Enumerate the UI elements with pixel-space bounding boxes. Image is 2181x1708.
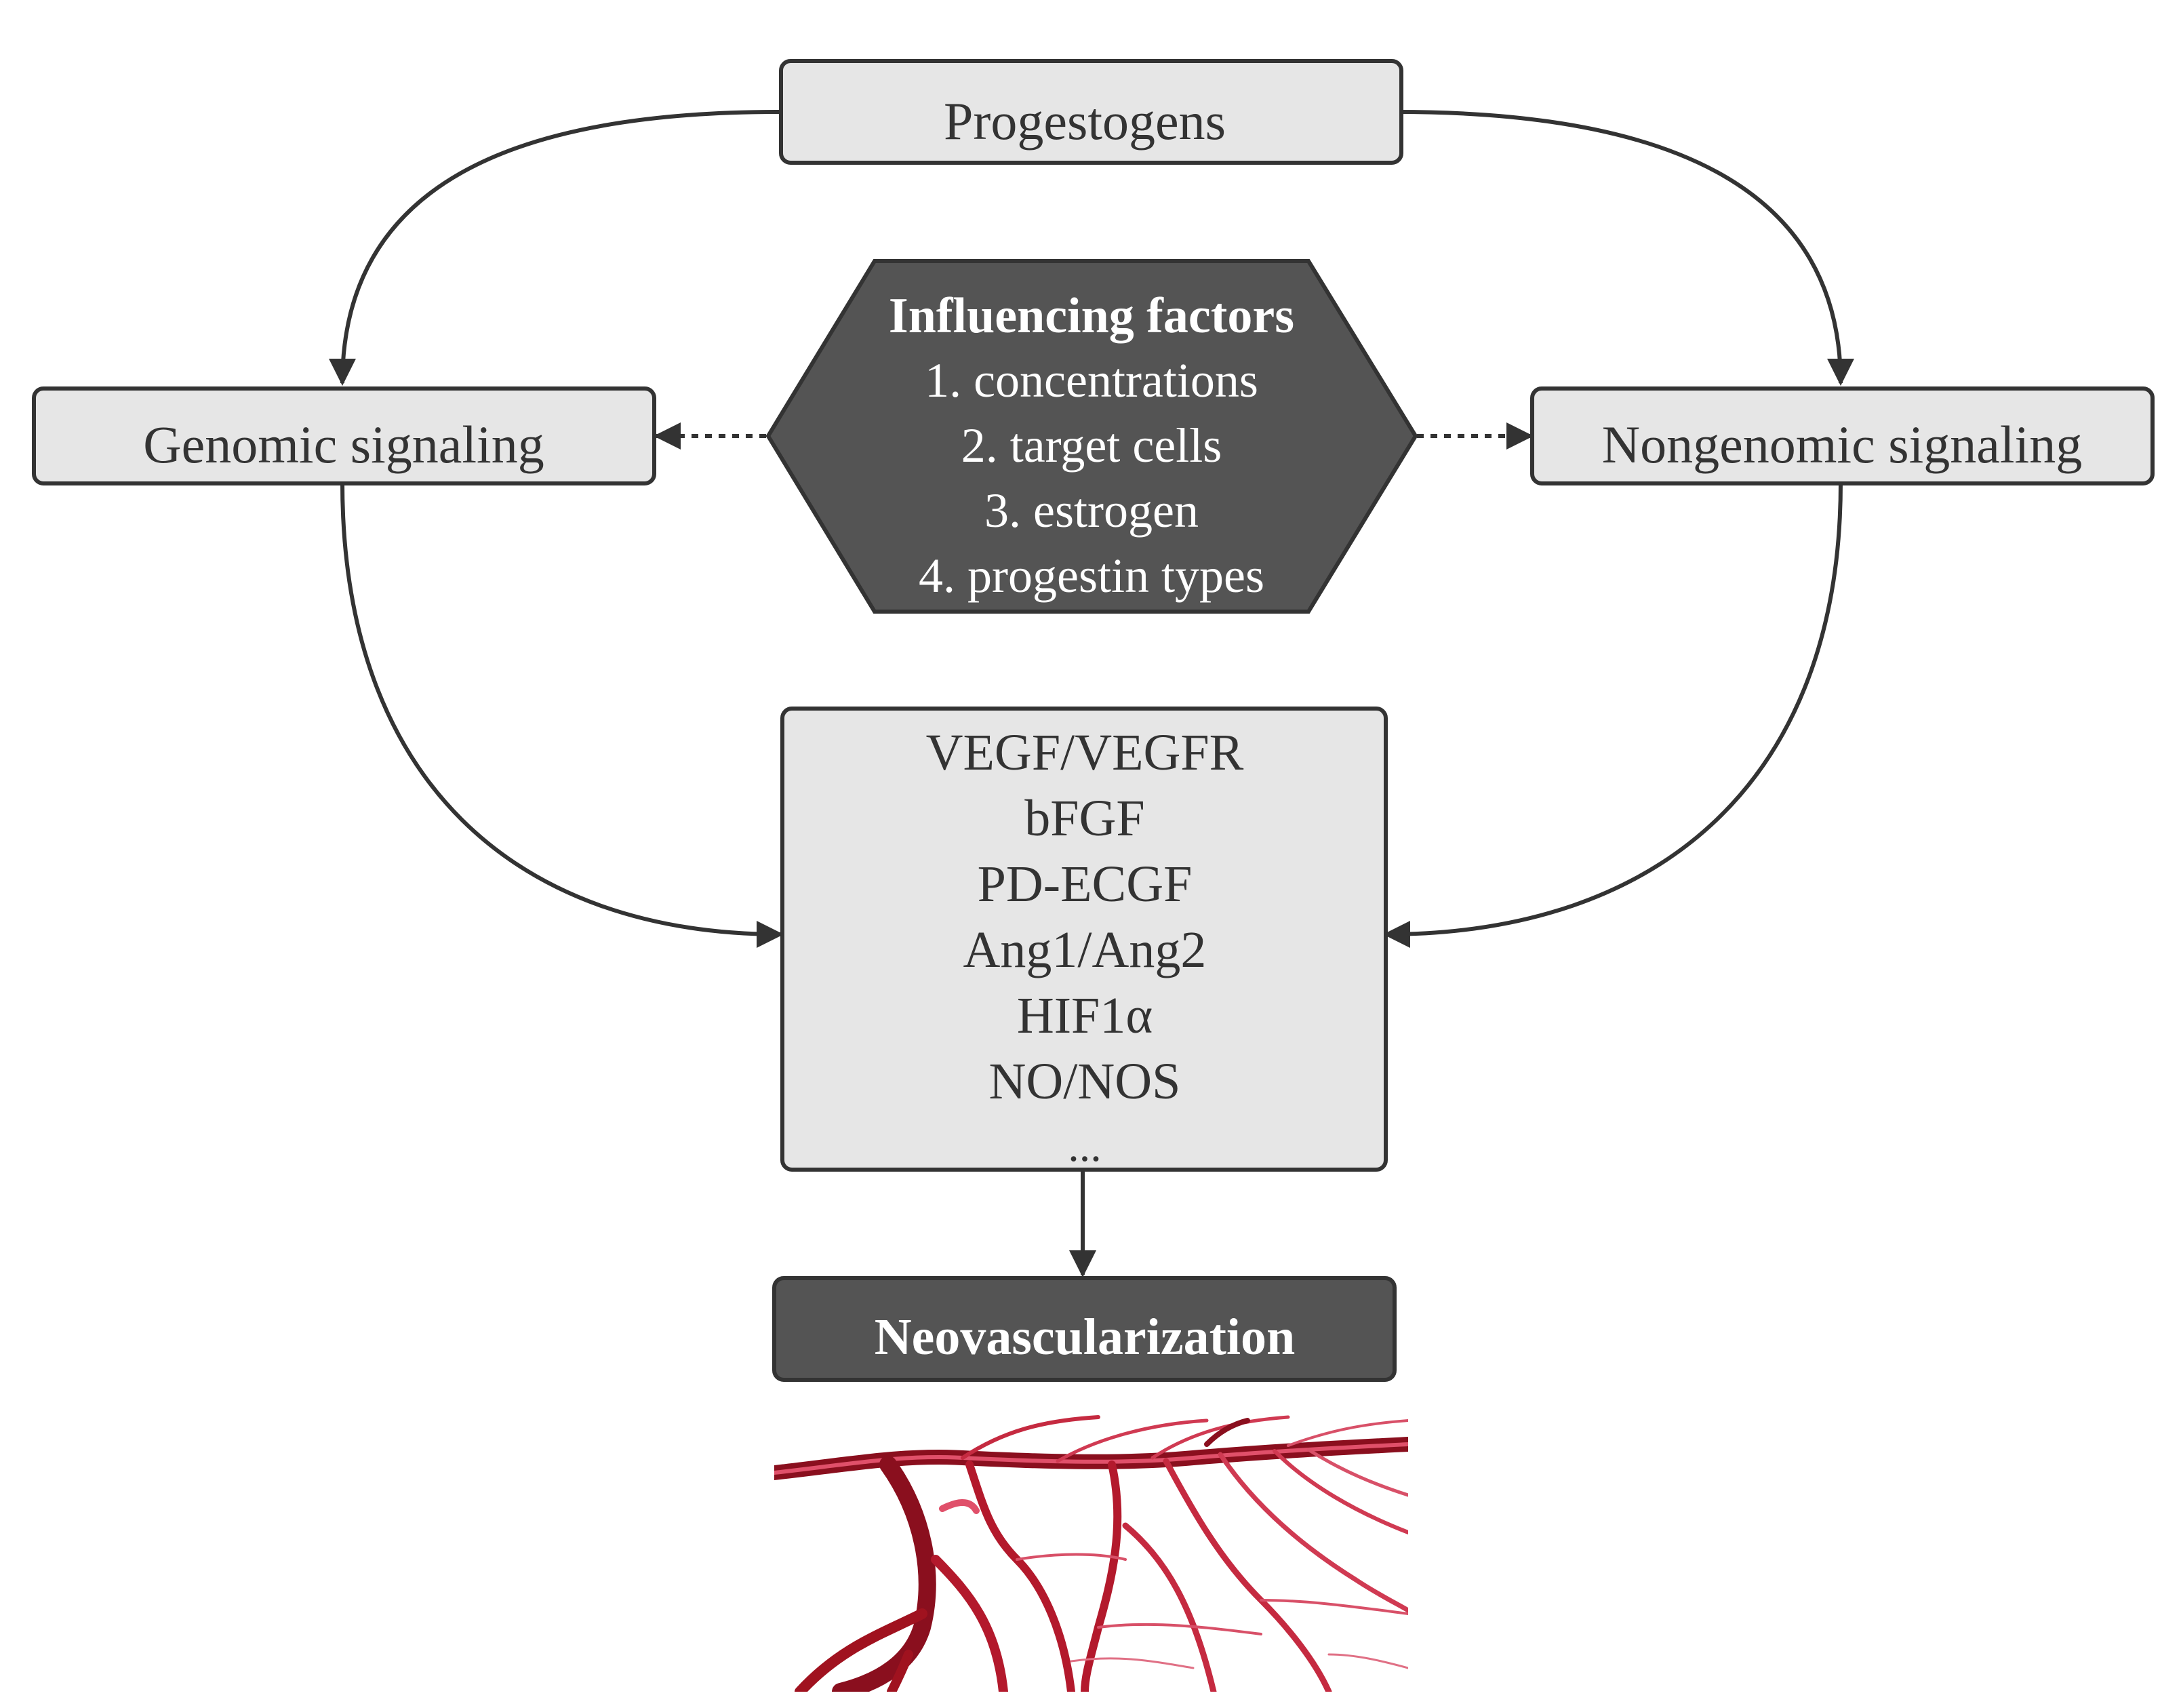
neovascularization-node: Neovascularization bbox=[772, 1276, 1397, 1382]
influencing-factor-item: 4. progestin types bbox=[919, 549, 1264, 603]
blood-vessel-icon bbox=[774, 1414, 1408, 1692]
influencing-factor-item: 1. concentrations bbox=[925, 353, 1258, 408]
arrow-progestogens-to-nongenomic bbox=[1396, 110, 1854, 386]
arrow-nongenomic-to-mediators bbox=[1383, 482, 1843, 948]
mediator-item: HIF1α bbox=[1017, 987, 1153, 1044]
angiogenic-mediators-node: VEGF/VEGFR bFGF PD-ECGF Ang1/Ang2 HIF1α … bbox=[780, 707, 1388, 1172]
neovascularization-label: Neovascularization bbox=[875, 1309, 1296, 1366]
connectors bbox=[329, 110, 1854, 1277]
mediator-item: NO/NOS bbox=[989, 1053, 1181, 1110]
mediator-item: VEGF/VEGFR bbox=[926, 724, 1244, 781]
influencing-factors-node: Influencing factors 1. concentrations 2.… bbox=[765, 259, 1418, 614]
arrow-progestogens-to-genomic bbox=[329, 110, 780, 386]
nongenomic-signaling-node: Nongenomic signaling bbox=[1530, 386, 2155, 485]
mediator-item: PD-ECGF bbox=[978, 856, 1193, 913]
influencing-factor-item: 3. estrogen bbox=[984, 483, 1199, 538]
arrow-genomic-to-mediators bbox=[340, 482, 784, 948]
genomic-signaling-node: Genomic signaling bbox=[32, 386, 656, 485]
nongenomic-signaling-label: Nongenomic signaling bbox=[1602, 415, 2082, 474]
mediator-item: ... bbox=[1068, 1121, 1102, 1171]
progestogens-label: Progestogens bbox=[944, 92, 1226, 151]
influencing-factor-item: 2. target cells bbox=[961, 418, 1222, 473]
genomic-signaling-label: Genomic signaling bbox=[143, 415, 544, 474]
influencing-factors-title: Influencing factors bbox=[889, 288, 1294, 344]
mediator-item: Ang1/Ang2 bbox=[963, 921, 1207, 978]
mediator-item: bFGF bbox=[1024, 790, 1144, 847]
progestogens-node: Progestogens bbox=[779, 59, 1403, 165]
